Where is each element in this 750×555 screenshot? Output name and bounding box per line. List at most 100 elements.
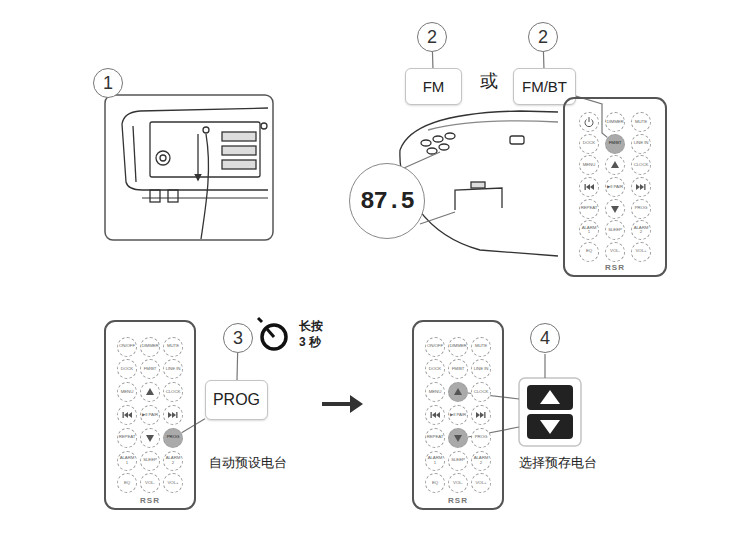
- remote-button: VOL+: [631, 242, 651, 262]
- node-text: VOL+: [636, 249, 647, 254]
- node-text: LINE IN: [166, 367, 181, 372]
- node-text: SLEEP: [451, 458, 465, 463]
- icon-button: [140, 428, 160, 448]
- remote-button: CLOCK: [471, 382, 491, 402]
- node-text: ALARM 1: [426, 456, 444, 465]
- label: 自动预设电台: [209, 455, 287, 470]
- remote-button: PROG: [163, 428, 183, 448]
- remote-button: DOCK: [117, 359, 137, 379]
- node-text: EQ: [432, 481, 438, 486]
- node-text: 1: [103, 73, 113, 94]
- label: 选择预存电台: [519, 455, 597, 470]
- node-text: MENU: [121, 390, 134, 395]
- remote-button: SLEEP: [140, 451, 160, 471]
- node-text: MUTE: [635, 120, 647, 125]
- button-icon: [426, 406, 444, 424]
- button-icon: [141, 429, 159, 447]
- node-text: RSR: [448, 496, 468, 505]
- label-text: 或: [480, 70, 498, 93]
- remote-button: ALARM 2: [163, 451, 183, 471]
- remote-button: PROG: [631, 199, 651, 219]
- remote-control: RSRON/OFFDIMMERMUTEDOCKFM/BTLINE INMENUC…: [104, 320, 196, 510]
- remote-button: EQ: [425, 473, 445, 493]
- remote-button: MENU: [579, 155, 599, 175]
- node-text: FM/BT: [609, 141, 622, 146]
- remote-button: LINE IN: [631, 134, 651, 154]
- node-text: DIMMER: [449, 344, 466, 349]
- remote-button: DIMMER: [140, 337, 160, 357]
- remote-button: MUTE: [631, 112, 651, 132]
- remote-button: PROG: [471, 428, 491, 448]
- icon-button: [117, 405, 137, 425]
- remote-button: ALARM 1: [117, 451, 137, 471]
- node-text: ALARM 1: [580, 226, 598, 235]
- node-text: VOL+: [168, 481, 179, 486]
- node-text: FM: [423, 78, 445, 95]
- node-text: CLOCK: [634, 163, 649, 168]
- node-text: MENU: [583, 163, 596, 168]
- node-text: ▶II PAIR: [450, 413, 466, 418]
- node-text: ON/OFF: [119, 344, 135, 349]
- icon-button: [605, 155, 625, 175]
- node-text: DOCK: [583, 141, 595, 146]
- node-text: PROG: [167, 435, 180, 440]
- callout-number: 2: [528, 22, 558, 52]
- node-text: DOCK: [121, 367, 133, 372]
- remote-button: SLEEP: [605, 220, 625, 240]
- button-icon: [606, 156, 624, 174]
- node-text: FM/BT: [452, 367, 465, 372]
- button-icon: [449, 429, 467, 447]
- node-text: VOL-: [453, 481, 463, 486]
- node-text: 3: [233, 328, 243, 349]
- button-callout: FM: [405, 68, 462, 105]
- remote-button: DIMMER: [605, 112, 625, 132]
- node-text: DIMMER: [606, 120, 623, 125]
- node-text: LINE IN: [474, 367, 489, 372]
- button-callout: PROG: [205, 380, 268, 420]
- node-text: MUTE: [167, 344, 179, 349]
- remote-button: FM/BT: [140, 359, 160, 379]
- node-text: FM/BT: [144, 367, 157, 372]
- button-icon: [164, 406, 182, 424]
- remote-button: SLEEP: [448, 451, 468, 471]
- remote-button: VOL+: [163, 473, 183, 493]
- remote-button: CLOCK: [631, 155, 651, 175]
- callout-number: 1: [93, 68, 123, 98]
- node-text: SLEEP: [608, 228, 622, 233]
- next-arrow: [322, 395, 363, 413]
- remote-button: ALARM 1: [425, 451, 445, 471]
- node-text: RSR: [140, 496, 160, 505]
- remote-button: REPEAT: [117, 428, 137, 448]
- callout-number: 4: [530, 323, 560, 353]
- node-text: 2: [538, 27, 548, 48]
- node-text: CLOCK: [474, 390, 489, 395]
- remote-button: FM/BT: [605, 134, 625, 154]
- icon-button: [425, 405, 445, 425]
- remote-button: DIMMER: [448, 337, 468, 357]
- icon-button: [471, 405, 491, 425]
- leader-connector: [432, 52, 434, 68]
- button-icon: [580, 178, 598, 196]
- label-text: 长按 3 秒: [299, 319, 329, 350]
- remote-button: DOCK: [425, 359, 445, 379]
- icon-button: [448, 382, 468, 402]
- node-text: VOL-: [610, 249, 620, 254]
- node-text: MENU: [429, 390, 442, 395]
- button-callout: FM/BT: [513, 68, 576, 105]
- remote-button: ALARM 2: [631, 220, 651, 240]
- remote-button: MUTE: [163, 337, 183, 357]
- callout-number: 2: [417, 22, 447, 52]
- leader-connector: [236, 353, 238, 380]
- icon-button: [163, 405, 183, 425]
- remote-button: MENU: [117, 382, 137, 402]
- node-text: 87.5: [360, 188, 414, 215]
- node-text: PROG: [475, 435, 488, 440]
- remote-button: LINE IN: [471, 359, 491, 379]
- icon-button: [605, 199, 625, 219]
- button-icon: [449, 383, 467, 401]
- icon-button: [140, 382, 160, 402]
- remote-button: ON/OFF: [425, 337, 445, 357]
- remote-button: ON/OFF: [117, 337, 137, 357]
- button-icon: [118, 406, 136, 424]
- remote-button: DOCK: [579, 134, 599, 154]
